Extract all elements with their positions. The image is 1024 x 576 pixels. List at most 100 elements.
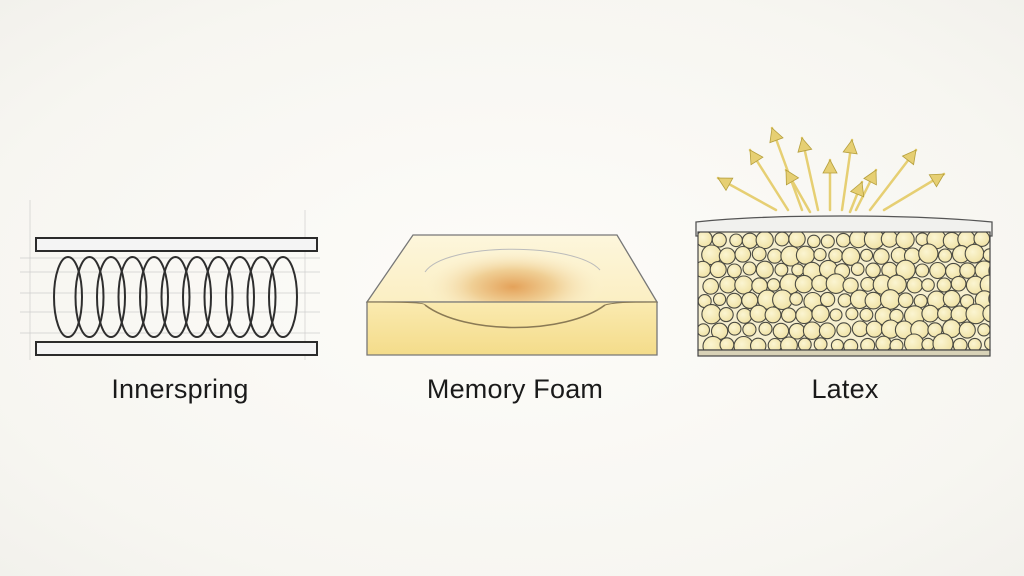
latex-cell [897, 292, 914, 309]
latex-cell [860, 248, 874, 262]
latex-cell [789, 292, 803, 306]
latex-cell [895, 232, 915, 250]
latex-cell [837, 293, 852, 308]
latex-cell [767, 248, 783, 264]
latex-cell [950, 275, 967, 292]
latex-cell [820, 234, 835, 249]
latex-cell [918, 243, 939, 264]
latex-cell [766, 278, 781, 292]
latex-cell [851, 320, 869, 338]
latex-cell [880, 232, 899, 248]
latex-cell [755, 232, 774, 250]
latex-cell [755, 260, 774, 279]
latex-cell [764, 306, 782, 324]
latex-cell [850, 262, 865, 276]
latex-cell [818, 322, 836, 340]
latex-cell [726, 263, 742, 279]
latex-cell [964, 243, 985, 264]
top-plate [35, 237, 318, 252]
latex-cell [988, 293, 990, 305]
latex-cell [875, 335, 892, 350]
latex-cell [836, 322, 852, 338]
memory-foam-panel: Memory Foam [355, 0, 675, 576]
latex-cell [698, 260, 712, 278]
latex-cell [772, 289, 793, 311]
coil-spring-icon [20, 200, 320, 360]
latex-cell [999, 337, 1010, 354]
latex-cell [701, 304, 722, 325]
latex-cell [988, 265, 990, 277]
latex-cell [795, 245, 815, 265]
latex-label: Latex [811, 374, 879, 404]
latex-cell [937, 305, 953, 322]
innerspring-label: Innerspring [111, 374, 249, 404]
arrow-head [769, 127, 784, 144]
latex-cell [709, 261, 727, 279]
innerspring-panel: Innerspring [20, 0, 340, 576]
latex-cell [788, 232, 806, 248]
latex-cell [749, 304, 768, 323]
latex-cell [819, 291, 836, 308]
latex-cell [774, 232, 790, 247]
memory-foam-label: Memory Foam [426, 374, 604, 404]
latex-cell [718, 247, 736, 265]
coil [182, 256, 212, 338]
latex-cell [921, 304, 940, 323]
coil [225, 256, 255, 338]
latex-cell [998, 245, 1010, 264]
latex-cell [807, 234, 821, 249]
latex-cell [802, 321, 822, 340]
latex-cell [742, 261, 757, 276]
latex-cell [711, 232, 727, 248]
latex-cell [729, 233, 743, 248]
latex-cell [977, 323, 990, 337]
latex-cell [859, 307, 874, 322]
latex-cell [845, 307, 859, 321]
arrow-head [822, 159, 838, 174]
latex-cell [843, 338, 859, 350]
latex-cell [736, 307, 753, 324]
latex-top-cover [695, 215, 993, 237]
arrow-head [842, 139, 858, 155]
latex-cell [842, 277, 859, 294]
latex-cell [811, 274, 829, 293]
coil [74, 256, 105, 338]
latex-cell [751, 246, 767, 262]
latex-cell [921, 278, 935, 292]
arrow-head [901, 149, 917, 166]
latex-cell [860, 276, 876, 292]
latex-cell [967, 337, 982, 350]
coil [160, 256, 191, 338]
latex-cell [872, 248, 890, 265]
arrow-head [928, 173, 945, 188]
coil [268, 256, 298, 338]
latex-cell [719, 275, 737, 294]
latex-cell [984, 336, 990, 350]
coil [117, 256, 148, 338]
latex-cell [727, 321, 742, 336]
coil [246, 256, 277, 338]
latex-cell [958, 321, 976, 339]
latex-cell [864, 291, 883, 310]
latex-cell [813, 247, 827, 262]
latex-cells-icon [695, 126, 1010, 357]
coil [139, 256, 169, 338]
latex-cell [841, 246, 861, 266]
latex-cell [860, 337, 876, 350]
latex-cell [788, 322, 806, 340]
latex-cell [879, 289, 901, 310]
latex-cell [991, 233, 1006, 248]
latex-cell [774, 262, 789, 277]
bounce-arrows [716, 126, 946, 214]
coil [96, 256, 126, 338]
latex-cell [865, 262, 881, 279]
latex-cell [758, 321, 773, 336]
latex-cell [712, 292, 727, 306]
latex-cell [889, 338, 904, 350]
latex-cell [915, 263, 930, 278]
latex-cell [865, 320, 883, 338]
coil [203, 256, 234, 338]
bounce-arrow [770, 126, 804, 212]
latex-panel: Latex [680, 0, 1010, 576]
